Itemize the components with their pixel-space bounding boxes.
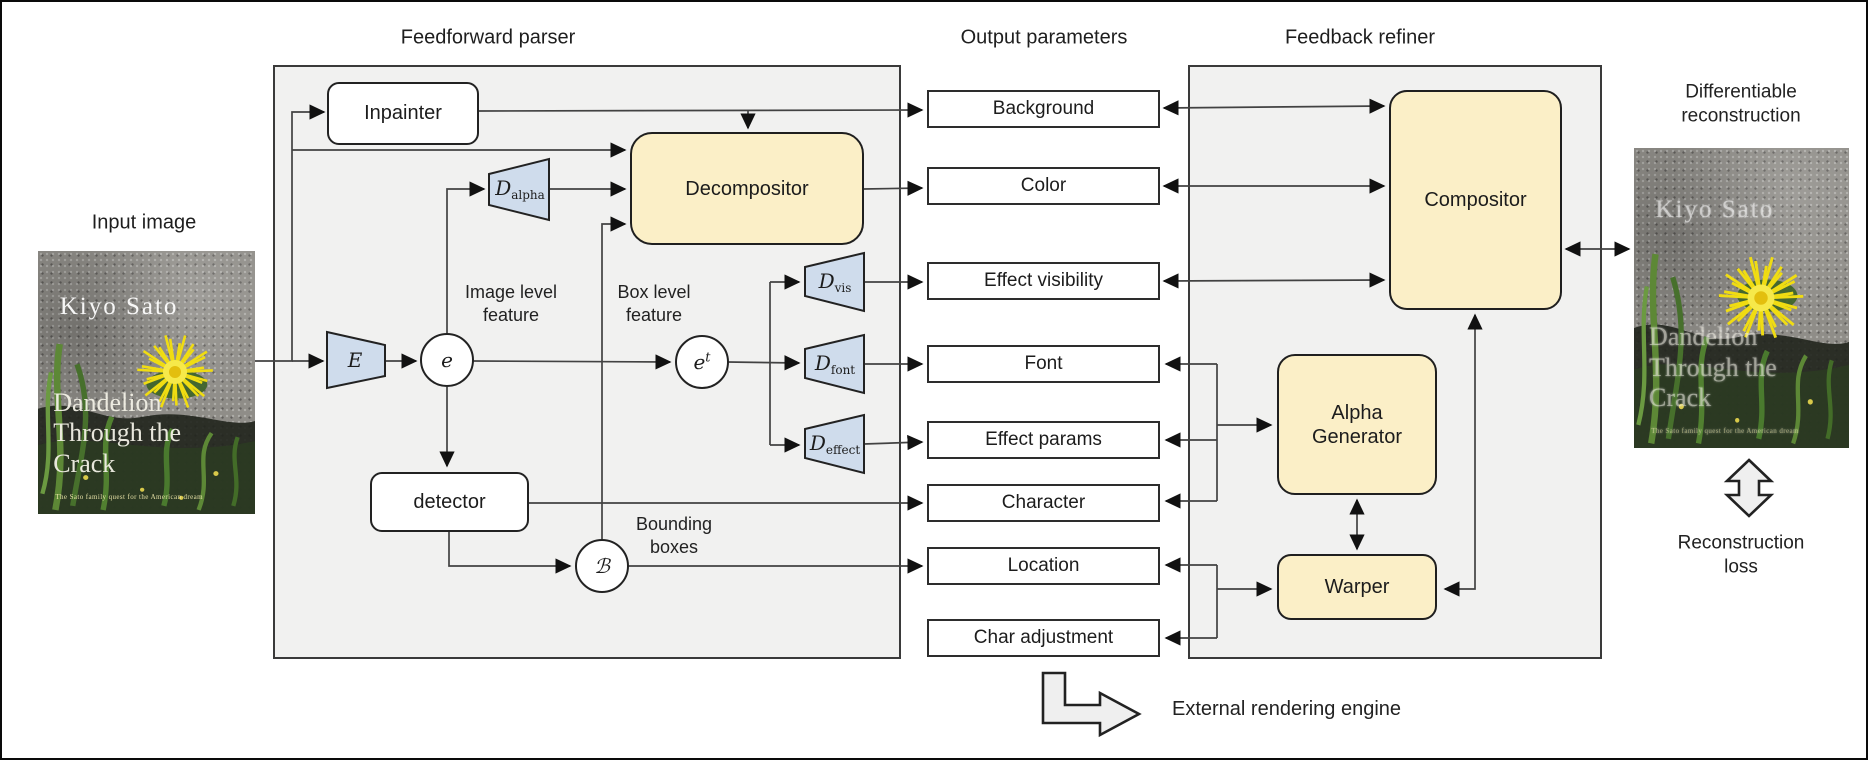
bounding-line1: Bounding xyxy=(635,513,713,534)
refiner-feedback-brackets xyxy=(1164,356,1273,646)
alpha-generator-node: Alpha Generator xyxy=(1277,354,1437,495)
d-vis-trapezoid xyxy=(804,251,865,313)
reconstruction-loss-line2: loss xyxy=(1724,557,1758,578)
bounding-line2: boxes xyxy=(649,537,699,557)
external-rendering-label: External rendering engine xyxy=(1172,698,1402,721)
param-effect-visibility: Effect visibility xyxy=(927,262,1160,300)
encoder-decoder-trapezoids xyxy=(326,157,865,475)
d-alpha-label: Dalpha xyxy=(495,176,545,202)
inpainter-node: Inpainter xyxy=(327,82,479,145)
external-engine-arrow-icon xyxy=(1041,671,1142,738)
compositor-node: Compositor xyxy=(1389,90,1562,310)
image-level-feature-label: Image level feature xyxy=(465,281,557,327)
grass-illustration xyxy=(38,343,255,514)
differentiable-line1: Differentiable xyxy=(1685,81,1797,103)
parser-heading: Feedforward parser xyxy=(400,26,576,49)
decompositor-label: Decompositor xyxy=(685,177,809,200)
d-vis-label: Dvis xyxy=(818,269,852,295)
warper-label: Warper xyxy=(1324,576,1390,598)
d-alpha-trapezoid xyxy=(488,157,550,222)
b-symbol: ℬ xyxy=(594,554,610,578)
parser-flow-arrows xyxy=(255,102,924,574)
alpha-generator-line1: Alpha xyxy=(1331,401,1383,424)
input-image-label: Input image xyxy=(91,211,197,234)
decompositor-node: Decompositor xyxy=(630,132,864,245)
bounding-box-b-node: ℬ xyxy=(575,539,629,593)
d-font-trapezoid xyxy=(804,333,865,395)
compositor-label: Compositor xyxy=(1424,189,1527,211)
alpha-generator-line2: Generator xyxy=(1311,425,1403,448)
d-effect-trapezoid xyxy=(804,413,865,475)
image-level-line2: feature xyxy=(482,305,540,325)
reconstruction-loss-line1: Reconstruction xyxy=(1677,532,1805,554)
inpainter-label: Inpainter xyxy=(364,102,442,124)
detector-label: detector xyxy=(413,490,486,513)
reconstruction-loss-updown-icon xyxy=(1723,458,1775,518)
d-font-label: Dfont xyxy=(814,351,856,377)
param-location: Location xyxy=(927,547,1160,585)
warper-node: Warper xyxy=(1277,554,1437,620)
param-char-adjustment: Char adjustment xyxy=(927,619,1160,657)
bounding-boxes-label: Bounding boxes xyxy=(636,513,712,559)
photo-caption-text: The Sato family quest for the American d… xyxy=(1651,427,1799,435)
detector-node: detector xyxy=(370,472,529,532)
e-symbol: e xyxy=(441,348,453,372)
box-feature-et-node: et xyxy=(675,335,729,389)
photo-author-text: Kiyo Sato xyxy=(1655,196,1775,223)
photo-author-text: Kiyo Sato xyxy=(59,293,179,321)
param-character: Character xyxy=(927,484,1160,522)
param-font: Font xyxy=(927,345,1160,383)
dandelion-flower xyxy=(136,335,213,408)
differentiable-reconstruction-label: Differentiable reconstruction xyxy=(1681,81,1800,130)
block-arrow-icons xyxy=(1041,458,1775,738)
refiner-heading: Feedback refiner xyxy=(1284,26,1436,49)
output-heading: Output parameters xyxy=(960,26,1128,49)
image-level-line1: Image level xyxy=(464,281,558,302)
d-effect-label: Deffect xyxy=(809,431,861,457)
param-effect-params: Effect params xyxy=(927,421,1160,459)
reconstruction-loss-label: Reconstruction loss xyxy=(1678,532,1805,581)
dandelion-flower xyxy=(1718,256,1804,339)
param-color: Color xyxy=(927,167,1160,205)
photo-caption-text: The Sato family quest for the American d… xyxy=(55,492,203,501)
param-background: Background xyxy=(927,90,1160,128)
image-feature-e-node: e xyxy=(420,333,474,387)
differentiable-line2: reconstruction xyxy=(1681,106,1801,127)
box-level-line2: feature xyxy=(625,305,683,325)
et-symbol: et xyxy=(693,350,711,374)
encoder-label: E xyxy=(347,348,363,372)
box-level-feature-label: Box level feature xyxy=(617,281,690,327)
compositor-bidirectional-arrows xyxy=(1162,98,1631,597)
encoder-trapezoid xyxy=(326,330,386,390)
box-level-line1: Box level xyxy=(617,281,691,302)
